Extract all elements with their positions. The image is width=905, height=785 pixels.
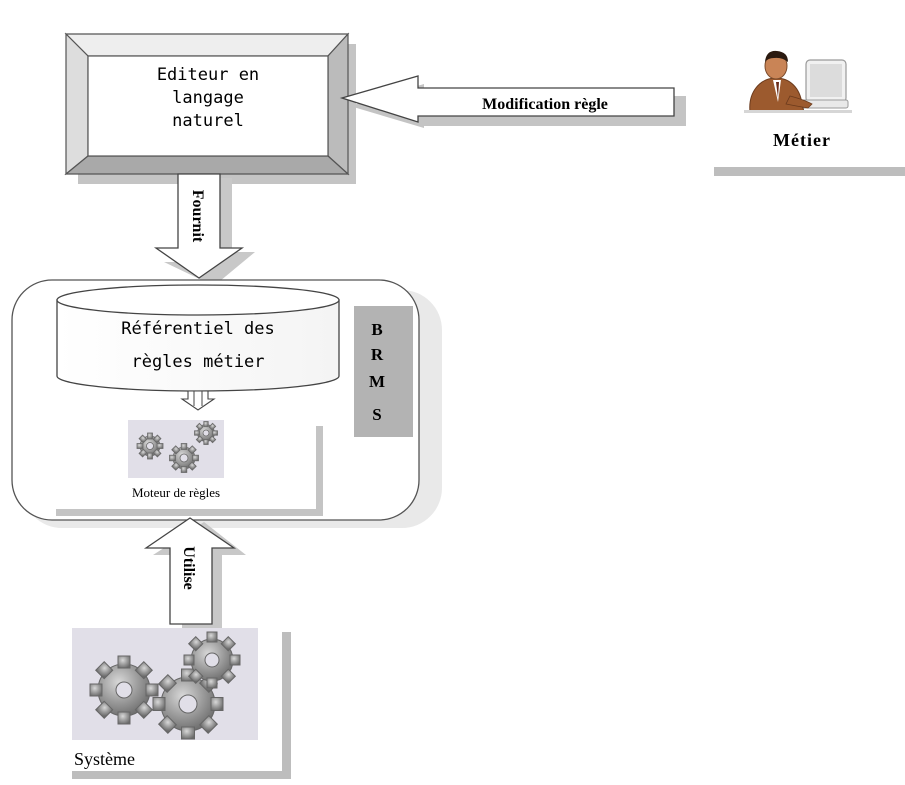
gears-icon [89,631,241,740]
brms-letter-s: S [372,405,381,424]
systeme-shadow-bottom [72,771,291,779]
engine-shadow-right [316,426,323,516]
metier-label: Métier [773,130,831,150]
systeme-label: Système [74,749,135,769]
editor-text-line-2: langage [172,88,244,108]
brms-letter-r: R [371,345,384,364]
modification-label: Modification règle [482,96,608,113]
repository-text-line-2: règles métier [131,352,264,372]
editor-text-line-1: Editeur en [157,65,259,85]
modification-arrow: Modification règle [339,75,686,128]
fournit-arrow: Fournit [153,173,255,286]
repository-text-line-1: Référentiel des [121,319,275,339]
rules-engine: Moteur de règles [56,420,323,516]
engine-label: Moteur de règles [132,485,220,500]
brms-letter-m: M [369,372,385,391]
editor-text-line-3: naturel [172,111,244,131]
engine-shadow-bottom [56,509,323,516]
brms-letter-b: B [371,320,382,339]
metier-underline [714,167,905,176]
systeme-block: Système [72,628,291,779]
editor-box: Editeur en langage naturel [64,32,356,184]
brms-badge: B R M S [354,306,413,437]
utilise-label: Utilise [180,546,197,590]
repository-engine-connector [180,390,216,411]
systeme-shadow-right [282,632,291,778]
gears-icon [136,421,218,473]
business-person-at-computer-icon [744,50,852,113]
rules-repository: Référentiel des règles métier [56,284,340,392]
metier-actor: Métier [714,50,905,176]
fournit-label: Fournit [189,190,206,243]
utilise-arrow: Utilise [143,517,246,632]
